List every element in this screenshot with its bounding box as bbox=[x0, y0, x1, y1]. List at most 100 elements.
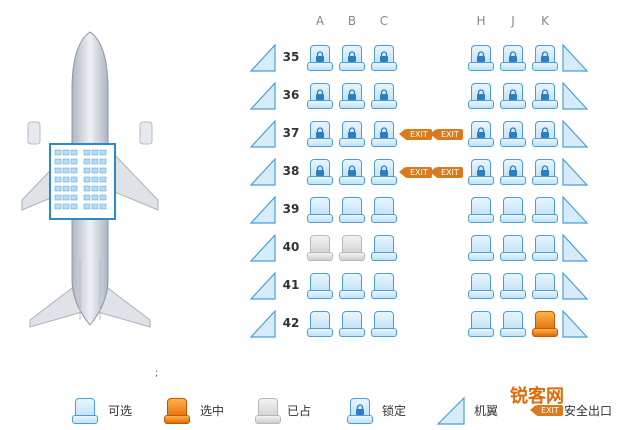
lock-icon bbox=[348, 51, 356, 62]
seat-40j[interactable] bbox=[500, 235, 526, 261]
row-number-39: 39 bbox=[282, 202, 300, 216]
seat-41a[interactable] bbox=[307, 273, 333, 299]
lock-icon bbox=[477, 89, 485, 100]
plane-overview bbox=[20, 30, 160, 330]
seat-37k bbox=[532, 121, 558, 147]
seat-36k-base bbox=[532, 100, 558, 109]
seat-41c[interactable] bbox=[371, 273, 397, 299]
seat-41j[interactable] bbox=[500, 273, 526, 299]
seat-39k[interactable] bbox=[532, 197, 558, 223]
seat-40h-base bbox=[468, 252, 494, 261]
seat-36b bbox=[339, 83, 365, 109]
column-letter-k: K bbox=[541, 14, 549, 28]
seat-38k-base bbox=[532, 176, 558, 185]
lock-icon bbox=[509, 127, 517, 138]
wing-right-row-41 bbox=[562, 272, 588, 300]
seat-35b bbox=[339, 45, 365, 71]
row-number-37: 37 bbox=[282, 126, 300, 140]
lock-icon bbox=[509, 165, 517, 176]
seat-35c-base bbox=[371, 62, 397, 71]
column-letter-c: C bbox=[379, 14, 389, 28]
seat-37h-base bbox=[468, 138, 494, 147]
row-number-40: 40 bbox=[282, 240, 300, 254]
seat-37b bbox=[339, 121, 365, 147]
seat-40a-base bbox=[307, 252, 333, 261]
seat-38c-base bbox=[371, 176, 397, 185]
seat-41h-base bbox=[468, 290, 494, 299]
wing-right-row-37 bbox=[562, 120, 588, 148]
seat-39c[interactable] bbox=[371, 197, 397, 223]
legend: 可选 选中 已占 锁定 机翼 EXIT 安全出口 bbox=[70, 396, 630, 426]
wing-right-row-40 bbox=[562, 234, 588, 262]
seat-42j[interactable] bbox=[500, 311, 526, 337]
seat-39k-base bbox=[532, 214, 558, 223]
wing-left-row-36 bbox=[250, 82, 276, 110]
seat-36a-base bbox=[307, 100, 333, 109]
wing-left-row-37 bbox=[250, 120, 276, 148]
legend-selected-seat-icon bbox=[164, 398, 190, 424]
seat-42b[interactable] bbox=[339, 311, 365, 337]
seat-36h-base bbox=[468, 100, 494, 109]
wing-icon bbox=[436, 396, 465, 425]
lock-icon bbox=[380, 51, 388, 62]
seat-42a[interactable] bbox=[307, 311, 333, 337]
lock-icon bbox=[316, 51, 324, 62]
seat-42h[interactable] bbox=[468, 311, 494, 337]
seat-42k[interactable] bbox=[532, 311, 558, 337]
seat-41k[interactable] bbox=[532, 273, 558, 299]
seat-40b bbox=[339, 235, 365, 261]
seat-39h[interactable] bbox=[468, 197, 494, 223]
exit-badge-icon: EXIT bbox=[530, 405, 563, 416]
seat-38c bbox=[371, 159, 397, 185]
seat-40h[interactable] bbox=[468, 235, 494, 261]
seat-39j-base bbox=[500, 214, 526, 223]
seat-39c-base bbox=[371, 214, 397, 223]
exit-marker-right-row-37: EXIT bbox=[430, 129, 463, 140]
legend-locked-seat-icon bbox=[347, 398, 373, 424]
legend-locked-label: 锁定 bbox=[382, 404, 407, 418]
seat-38a-base bbox=[307, 176, 333, 185]
wing-right-row-38 bbox=[562, 158, 588, 186]
legend-wing-label: 机翼 bbox=[474, 404, 499, 418]
row-number-35: 35 bbox=[282, 50, 300, 64]
seat-38a bbox=[307, 159, 333, 185]
seat-35a bbox=[307, 45, 333, 71]
column-letter-a: A bbox=[315, 14, 325, 28]
lock-icon bbox=[316, 165, 324, 176]
lock-icon bbox=[348, 165, 356, 176]
seat-40k[interactable] bbox=[532, 235, 558, 261]
wing-left-row-38 bbox=[250, 158, 276, 186]
seat-35h bbox=[468, 45, 494, 71]
seat-41h[interactable] bbox=[468, 273, 494, 299]
seat-40c[interactable] bbox=[371, 235, 397, 261]
seat-40c-base bbox=[371, 252, 397, 261]
legend-available-seat-icon bbox=[72, 398, 98, 424]
lock-icon bbox=[380, 89, 388, 100]
seat-36h bbox=[468, 83, 494, 109]
seat-38h-base bbox=[468, 176, 494, 185]
lock-icon bbox=[541, 127, 549, 138]
wing-left-row-39 bbox=[250, 196, 276, 224]
lock-icon bbox=[477, 127, 485, 138]
note-text: ; bbox=[155, 368, 159, 379]
seat-39a[interactable] bbox=[307, 197, 333, 223]
seat-35b-base bbox=[339, 62, 365, 71]
seat-42c[interactable] bbox=[371, 311, 397, 337]
seat-35j-base bbox=[500, 62, 526, 71]
lock-icon bbox=[380, 165, 388, 176]
seat-39b[interactable] bbox=[339, 197, 365, 223]
wing-right-row-35 bbox=[562, 44, 588, 72]
lock-icon bbox=[509, 51, 517, 62]
row-number-41: 41 bbox=[282, 278, 300, 292]
lock-icon bbox=[316, 127, 324, 138]
seat-35j bbox=[500, 45, 526, 71]
column-letter-h: H bbox=[476, 14, 486, 28]
wing-left-row-41 bbox=[250, 272, 276, 300]
seat-39j[interactable] bbox=[500, 197, 526, 223]
seat-41b[interactable] bbox=[339, 273, 365, 299]
seat-35k bbox=[532, 45, 558, 71]
seat-40k-base bbox=[532, 252, 558, 261]
seat-37c bbox=[371, 121, 397, 147]
lock-icon bbox=[348, 89, 356, 100]
seat-37j-base bbox=[500, 138, 526, 147]
